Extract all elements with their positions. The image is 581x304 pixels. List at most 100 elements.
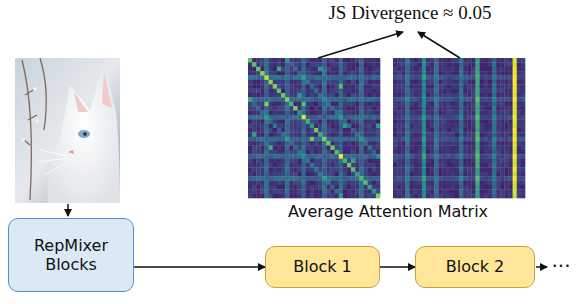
heat-cell: [509, 185, 513, 190]
heat-cell: [322, 189, 326, 194]
heat-cell: [376, 58, 380, 63]
heat-cell: [438, 102, 442, 107]
heat-cell: [248, 128, 252, 133]
blossom: [33, 87, 37, 91]
heat-cell: [521, 154, 525, 159]
heat-cell: [455, 172, 459, 177]
heat-cell: [277, 181, 281, 186]
heat-cell: [331, 172, 335, 177]
blossom: [21, 138, 25, 142]
heat-cell: [273, 185, 277, 190]
heat-cell: [339, 102, 343, 107]
heat-cell: [471, 163, 475, 168]
heat-cell: [405, 163, 409, 168]
heat-cell: [326, 93, 330, 98]
heat-cell: [500, 106, 504, 111]
heat-cell: [484, 172, 488, 177]
heat-cell: [335, 84, 339, 89]
heat-cell: [376, 102, 380, 107]
heat-cell: [368, 93, 372, 98]
heat-cell: [314, 80, 318, 85]
heat-cell: [326, 154, 330, 159]
heat-cell: [426, 102, 430, 107]
heat-cell: [418, 76, 422, 81]
heat-cell: [293, 58, 297, 63]
heat-cell: [393, 154, 397, 159]
heat-cell: [277, 80, 281, 85]
heat-cell: [401, 89, 405, 94]
heat-cell: [463, 163, 467, 168]
heat-cell: [438, 119, 442, 124]
heat-cell: [335, 93, 339, 98]
heat-cell: [513, 67, 517, 72]
heat-cell: [376, 146, 380, 151]
heat-cell: [368, 137, 372, 142]
heat-cell: [347, 167, 351, 172]
heat-cell: [488, 93, 492, 98]
heat-cell: [293, 154, 297, 159]
heat-cell: [331, 115, 335, 120]
heat-cell: [467, 172, 471, 177]
heat-cell: [318, 137, 322, 142]
heat-cell: [521, 128, 525, 133]
heat-cell: [426, 163, 430, 168]
heat-cell: [447, 97, 451, 102]
heat-cell: [359, 150, 363, 155]
heat-cell: [447, 93, 451, 98]
heat-cell: [351, 167, 355, 172]
heat-cell: [368, 58, 372, 63]
heat-cell: [302, 58, 306, 63]
heat-cell: [480, 154, 484, 159]
heat-cell: [285, 150, 289, 155]
heat-cell: [451, 159, 455, 164]
heat-cell: [289, 111, 293, 116]
heat-cell: [504, 159, 508, 164]
heat-cell: [335, 181, 339, 186]
heat-cell: [488, 167, 492, 172]
heat-cell: [500, 181, 504, 186]
attention-matrices: [248, 58, 525, 198]
heat-cell: [397, 176, 401, 181]
heat-cell: [351, 76, 355, 81]
heat-cell: [496, 115, 500, 120]
heat-cell: [322, 62, 326, 67]
heat-cell: [281, 67, 285, 72]
heat-cell: [418, 137, 422, 142]
heat-cell: [368, 194, 372, 199]
heat-cell: [260, 97, 264, 102]
heat-cell: [310, 124, 314, 129]
heat-cell: [513, 181, 517, 186]
heat-cell: [426, 181, 430, 186]
heat-cell: [467, 115, 471, 120]
heat-cell: [504, 93, 508, 98]
heat-cell: [397, 80, 401, 85]
heat-cell: [269, 89, 273, 94]
heat-cell: [438, 93, 442, 98]
heat-cell: [256, 115, 260, 120]
heat-cell: [418, 67, 422, 72]
heat-cell: [273, 80, 277, 85]
heat-cell: [339, 154, 343, 159]
heat-cell: [322, 115, 326, 120]
heat-cell: [364, 84, 368, 89]
heat-cell: [372, 89, 376, 94]
heat-cell: [430, 106, 434, 111]
heat-cell: [492, 67, 496, 72]
heat-cell: [451, 97, 455, 102]
heat-cell: [434, 67, 438, 72]
heat-cell: [339, 93, 343, 98]
heat-cell: [351, 185, 355, 190]
heat-cell: [265, 124, 269, 129]
heat-cell: [248, 163, 252, 168]
heat-cell: [273, 71, 277, 76]
heat-cell: [496, 141, 500, 146]
heat-cell: [504, 119, 508, 124]
heat-cell: [322, 97, 326, 102]
heat-cell: [414, 80, 418, 85]
heat-cell: [484, 150, 488, 155]
heat-cell: [418, 181, 422, 186]
heat-cell: [418, 146, 422, 151]
heat-cell: [521, 172, 525, 177]
heat-cell: [471, 71, 475, 76]
heat-cell: [310, 146, 314, 151]
